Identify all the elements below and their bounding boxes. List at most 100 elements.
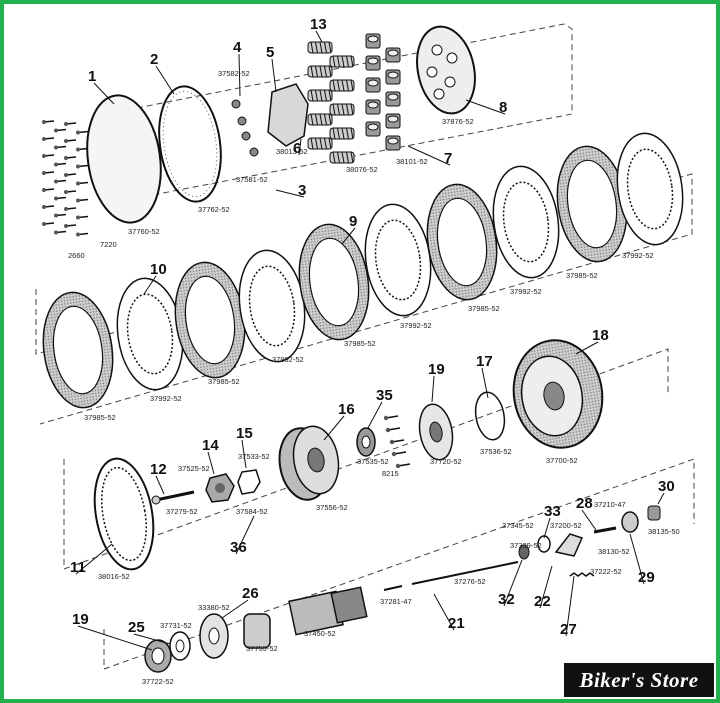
callout-number: 10 bbox=[150, 261, 167, 278]
part-number-label: 37525-52 bbox=[178, 464, 210, 473]
part-number-label: 37556-52 bbox=[316, 503, 348, 512]
callout-number: 18 bbox=[592, 327, 609, 344]
callout-number: 17 bbox=[476, 353, 493, 370]
part-number-label: 38135-50 bbox=[648, 527, 680, 536]
part-number-label: 37281-47 bbox=[380, 597, 412, 606]
part-number-label: 37992-52 bbox=[150, 394, 182, 403]
clutch-cover-part-1 bbox=[86, 94, 162, 224]
leader-line bbox=[341, 227, 356, 245]
part-number-label: 37720-52 bbox=[430, 457, 462, 466]
part-number-label: 37992-52 bbox=[400, 321, 432, 330]
callout-number: 32 bbox=[498, 591, 515, 608]
part-number-label: 38130-52 bbox=[598, 547, 630, 556]
leader-line bbox=[565, 575, 575, 637]
callout-number: 26 bbox=[242, 585, 259, 602]
leader-line bbox=[657, 492, 665, 505]
part-number-label: 33380-52 bbox=[198, 603, 230, 612]
push-rod-part-21 bbox=[411, 561, 519, 585]
part-number-label: 37345-52 bbox=[502, 521, 534, 530]
part-number-label: 37985-52 bbox=[566, 271, 598, 280]
part-number-label: 8215 bbox=[382, 469, 399, 478]
mainshaft-gear-part-37450 bbox=[288, 586, 368, 636]
callout-number: 12 bbox=[150, 461, 167, 478]
clutch-shell-part-18 bbox=[512, 339, 604, 449]
push-rod-part-12 bbox=[151, 490, 195, 505]
part-number-label: 37222-52 bbox=[590, 567, 622, 576]
part-number-label: 37581-52 bbox=[236, 175, 268, 184]
callout-number: 29 bbox=[638, 569, 655, 586]
bearing-part-35 bbox=[356, 427, 376, 457]
leader-line bbox=[433, 593, 455, 631]
plate-part-26 bbox=[199, 613, 229, 659]
hub-nut-part-14 bbox=[205, 473, 235, 503]
pin-part-37281 bbox=[383, 585, 403, 591]
leader-line bbox=[539, 565, 553, 609]
leader-line bbox=[75, 543, 113, 575]
callout-number: 22 bbox=[534, 593, 551, 610]
part-number-label: 37992-52 bbox=[510, 287, 542, 296]
callout-number: 6 bbox=[293, 140, 301, 157]
leader-lines bbox=[75, 30, 665, 651]
callout-number: 27 bbox=[560, 621, 577, 638]
washer-part-25 bbox=[169, 631, 191, 661]
leader-line bbox=[315, 30, 323, 43]
leader-line bbox=[275, 189, 305, 198]
leader-line bbox=[431, 375, 435, 403]
biker-store-logo: Biker's Store bbox=[564, 663, 714, 697]
part-number-label: 37722-52 bbox=[142, 677, 174, 686]
leader-line bbox=[503, 559, 523, 607]
adjusting-screw-part-28 bbox=[593, 526, 617, 534]
lock-washer-part-15 bbox=[237, 469, 261, 495]
pressure-plate-part-8 bbox=[416, 25, 476, 115]
part-number-label: 38101-52 bbox=[396, 157, 428, 166]
bearing-part-19b bbox=[144, 639, 172, 673]
exploded-view-diagram: 37760-527220266037762-5237582-5237581-52… bbox=[35, 16, 695, 686]
callout-number: 8 bbox=[499, 99, 507, 116]
callout-number: 30 bbox=[658, 478, 675, 495]
leader-line bbox=[143, 275, 157, 295]
leader-line bbox=[367, 401, 383, 429]
bearing-plate-part-19 bbox=[418, 403, 454, 461]
part-number-label: 37985-52 bbox=[208, 377, 240, 386]
washer-part-32 bbox=[518, 544, 530, 560]
leader-line bbox=[465, 99, 506, 115]
callout-number: 19 bbox=[428, 361, 445, 378]
leader-line bbox=[629, 533, 645, 585]
part-number-label: 37760-52 bbox=[128, 227, 160, 236]
callout-number: 4 bbox=[233, 39, 242, 56]
part-number-label: 38076-52 bbox=[346, 165, 378, 174]
gasket-part-17 bbox=[474, 391, 506, 441]
cover-gasket-inner bbox=[162, 90, 218, 198]
part-number-label: 37985-52 bbox=[344, 339, 376, 348]
part-number-label: 37992-52 bbox=[272, 355, 304, 364]
cap-part-30 bbox=[647, 505, 661, 521]
leader-line bbox=[271, 58, 277, 93]
band-top bbox=[131, 23, 573, 200]
part-number-label: 37584-52 bbox=[236, 507, 268, 516]
leader-line bbox=[323, 415, 345, 441]
band-shaft bbox=[103, 458, 695, 670]
screw-column bbox=[42, 120, 89, 237]
callout-number: 3 bbox=[298, 182, 306, 199]
part-number-label: 37985-52 bbox=[84, 413, 116, 422]
leader-line bbox=[298, 138, 302, 156]
part-number-label: 37755-52 bbox=[246, 644, 278, 653]
part-number-label: 37700-52 bbox=[546, 456, 578, 465]
callout-number: 28 bbox=[576, 495, 593, 512]
leader-line bbox=[481, 367, 489, 399]
callout-number: 35 bbox=[376, 387, 393, 404]
leader-line bbox=[581, 509, 597, 531]
leader-line bbox=[543, 517, 551, 539]
part-number-label: 37200-52 bbox=[550, 521, 582, 530]
part-number-label: 37279-52 bbox=[166, 507, 198, 516]
leader-line bbox=[155, 475, 165, 495]
part-number-label: 37992-52 bbox=[622, 251, 654, 260]
part-number-label: 37731-52 bbox=[160, 621, 192, 630]
callout-number: 11 bbox=[70, 559, 86, 576]
part-number-label: 37582-52 bbox=[218, 69, 250, 78]
leader-line bbox=[93, 82, 115, 105]
callout-number: 15 bbox=[236, 425, 253, 442]
part-number-label: 37450-52 bbox=[304, 629, 336, 638]
callout-number: 19 bbox=[72, 611, 89, 628]
